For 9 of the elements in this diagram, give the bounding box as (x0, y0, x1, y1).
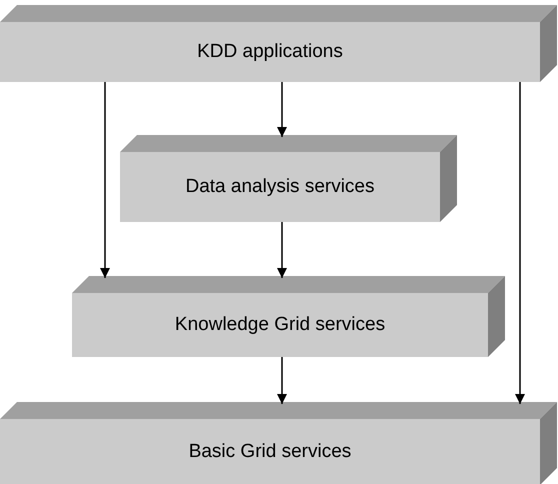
arrow (515, 82, 525, 404)
block-label: Data analysis services (185, 176, 375, 198)
arrow (277, 357, 287, 404)
arrow (100, 82, 110, 278)
block-label: Basic Grid services (188, 441, 352, 463)
arrow (277, 222, 287, 278)
block-label: Knowledge Grid services (174, 314, 386, 336)
arrow (277, 82, 287, 137)
block-label: KDD applications (197, 41, 343, 63)
